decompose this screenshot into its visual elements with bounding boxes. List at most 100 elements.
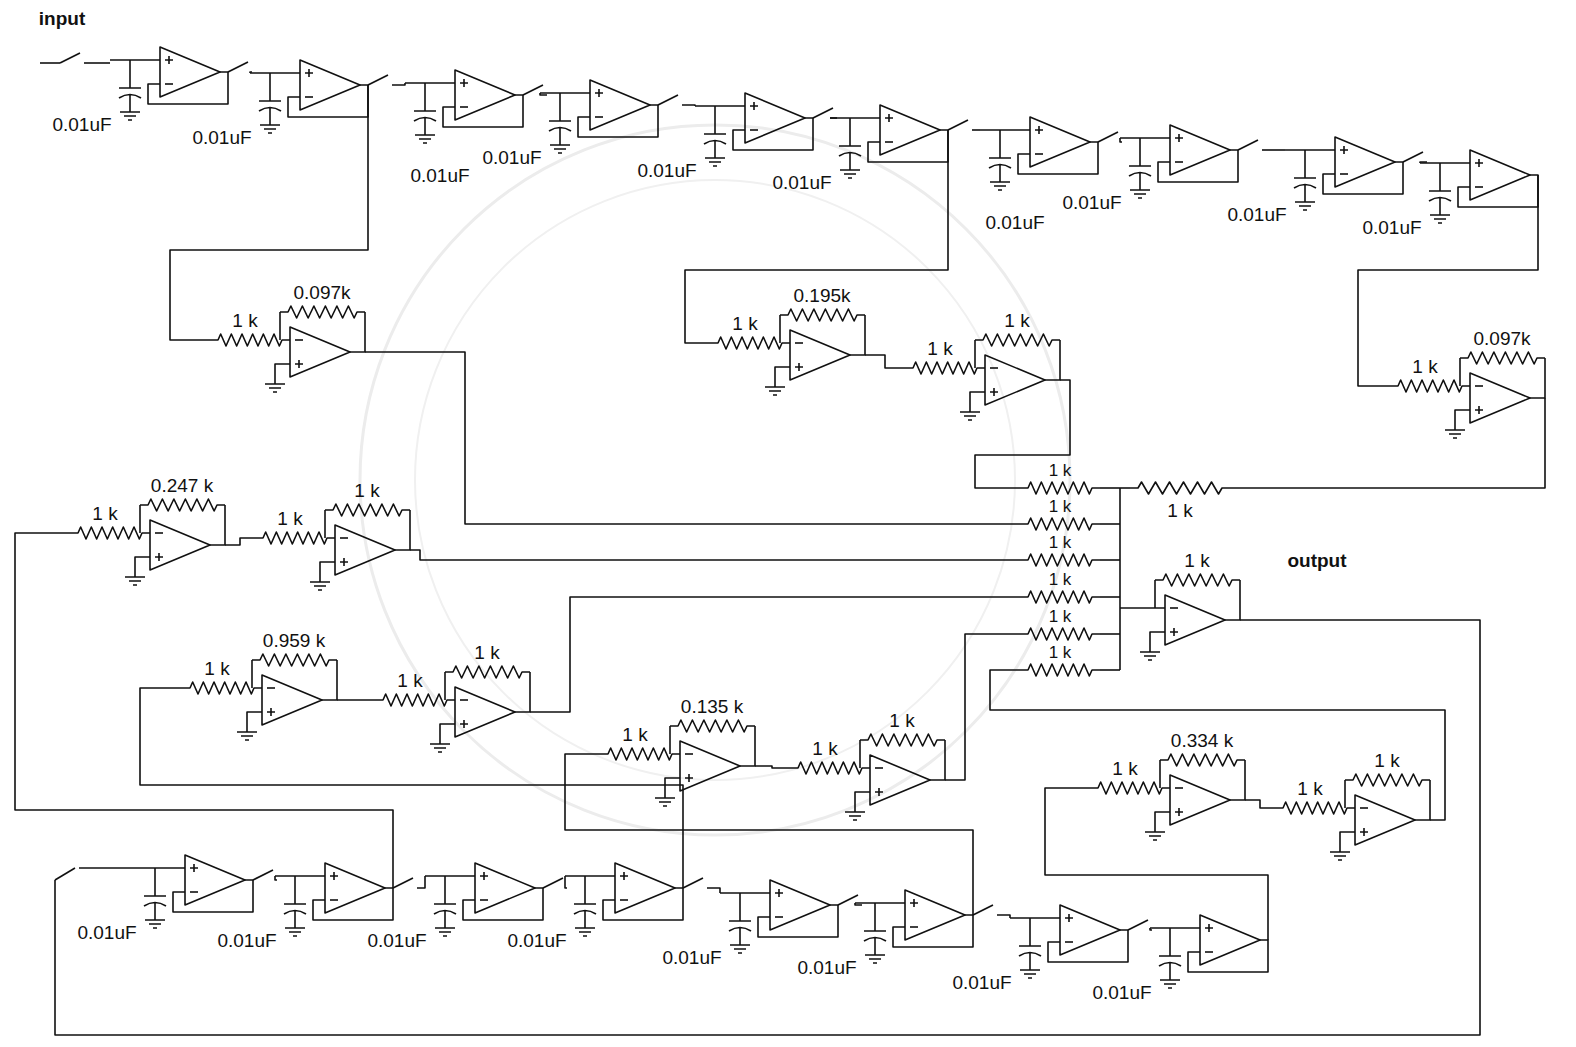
resistor-symbol xyxy=(710,337,790,349)
wire xyxy=(565,876,567,888)
component-value: 0.247 k xyxy=(151,476,213,495)
minus-sign xyxy=(267,687,275,689)
plus-sign xyxy=(190,864,198,872)
resistor-symbol xyxy=(780,309,865,321)
minus-sign xyxy=(1475,186,1483,188)
wire xyxy=(1150,632,1165,652)
ground-symbol xyxy=(655,798,675,806)
capacitor-symbol xyxy=(864,903,886,955)
wire xyxy=(288,85,368,117)
op-amp-symbol xyxy=(475,863,535,913)
wire xyxy=(405,82,455,84)
wire xyxy=(275,364,290,384)
ground-symbol xyxy=(960,412,980,420)
wire xyxy=(1158,150,1238,182)
minus-sign xyxy=(1360,807,1368,809)
wire xyxy=(1119,488,1121,670)
op-amp-symbol xyxy=(770,880,830,930)
minus-sign xyxy=(885,141,893,143)
switch-symbol xyxy=(1238,140,1258,150)
wire xyxy=(565,875,615,877)
minus-sign xyxy=(990,367,998,369)
minus-sign xyxy=(155,532,163,534)
wire xyxy=(945,634,1020,780)
component-value: 1 k xyxy=(397,671,422,690)
switch-symbol xyxy=(393,878,413,888)
wire xyxy=(1323,162,1403,194)
wire xyxy=(1455,410,1470,430)
wire xyxy=(320,562,335,582)
resistor-symbol xyxy=(280,306,365,318)
plus-sign xyxy=(330,872,338,880)
op-amp-symbol xyxy=(1060,905,1120,955)
component-value: 1 k xyxy=(1049,571,1072,588)
wire xyxy=(720,892,770,894)
wire xyxy=(139,505,141,533)
capacitor-symbol xyxy=(119,60,141,112)
switch-symbol xyxy=(55,868,75,880)
wire xyxy=(1048,930,1128,962)
ground-symbol xyxy=(575,928,595,936)
minus-sign xyxy=(460,699,468,701)
component-value: 1 k xyxy=(1297,779,1322,798)
wire xyxy=(830,117,880,119)
wire xyxy=(1154,580,1156,608)
resistor-symbol xyxy=(255,532,335,544)
wire xyxy=(758,905,838,937)
op-amp-symbol xyxy=(880,105,940,155)
minus-sign xyxy=(190,891,198,893)
wire xyxy=(997,915,1010,918)
wire xyxy=(140,688,683,888)
wire xyxy=(1120,607,1165,609)
minus-sign xyxy=(1175,787,1183,789)
op-amp-symbol xyxy=(185,855,245,905)
plus-sign xyxy=(595,89,603,97)
plus-sign xyxy=(620,872,628,880)
wire xyxy=(1225,580,1240,620)
resistor-symbol xyxy=(1020,518,1100,530)
component-value: 0.097k xyxy=(293,283,350,302)
wire xyxy=(40,62,60,64)
plus-sign xyxy=(1065,914,1073,922)
signal-name: output xyxy=(1287,551,1346,570)
wire xyxy=(669,726,671,754)
plus-sign xyxy=(267,708,275,716)
op-amp-symbol xyxy=(455,687,515,737)
wire xyxy=(515,672,530,712)
wire xyxy=(1045,340,1060,380)
circuit-wiring xyxy=(15,47,1545,1035)
wire xyxy=(565,754,973,915)
minus-sign xyxy=(480,899,488,901)
component-value: 0.01uF xyxy=(797,958,856,977)
component-value: 0.01uF xyxy=(1227,205,1286,224)
wire xyxy=(733,118,813,150)
wire xyxy=(210,505,225,545)
wire xyxy=(443,95,523,127)
wire xyxy=(417,876,425,888)
resistor-symbol xyxy=(860,734,945,746)
wire xyxy=(1010,917,1060,919)
wire xyxy=(1018,142,1098,174)
component-value: 0.01uF xyxy=(507,931,566,950)
minus-sign xyxy=(1340,173,1348,175)
op-amp-symbol xyxy=(160,47,220,97)
wire xyxy=(578,105,658,137)
plus-sign xyxy=(1360,828,1368,836)
minus-sign xyxy=(1175,161,1183,163)
minus-sign xyxy=(340,537,348,539)
plus-sign xyxy=(165,56,173,64)
op-amp-symbol xyxy=(1165,595,1225,645)
wire xyxy=(1120,137,1170,139)
component-value: 1 k xyxy=(1184,551,1209,570)
plus-sign xyxy=(1475,159,1483,167)
wire xyxy=(1155,812,1170,832)
wire xyxy=(313,888,393,920)
wire xyxy=(893,915,973,947)
minus-sign xyxy=(1065,941,1073,943)
minus-sign xyxy=(460,106,468,108)
wire xyxy=(1230,760,1245,800)
component-value: 1 k xyxy=(204,659,229,678)
component-value: 1 k xyxy=(1004,311,1029,330)
wire xyxy=(279,312,281,340)
wire xyxy=(410,550,1020,560)
